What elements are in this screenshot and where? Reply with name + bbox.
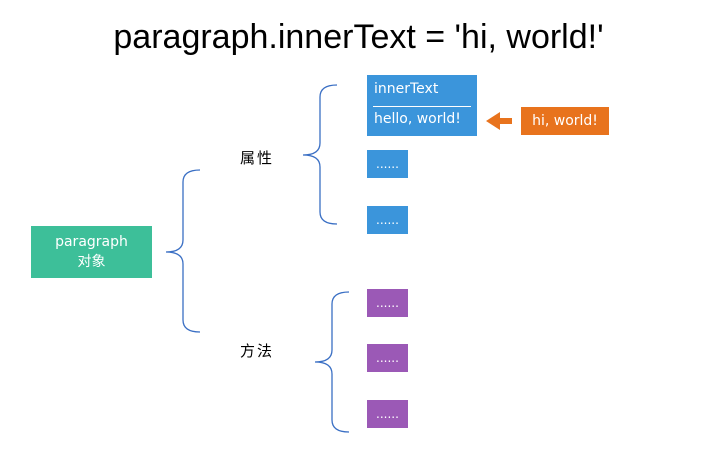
methods-label: 方法 <box>240 342 275 360</box>
method-placeholder-box: ...... <box>367 344 408 372</box>
page-title: paragraph.innerText = 'hi, world!' <box>113 18 604 56</box>
innertext-name: innerText <box>374 81 439 97</box>
property-divider <box>373 106 471 107</box>
property-placeholder-box: ...... <box>367 206 408 234</box>
methods-bracket <box>314 291 350 433</box>
properties-bracket <box>302 84 338 225</box>
assign-arrow-head <box>486 112 500 130</box>
properties-label: 属性 <box>240 149 275 167</box>
paragraph-object-box: paragraph 对象 <box>31 226 152 278</box>
method-placeholder-box: ...... <box>367 289 408 317</box>
innertext-value: hello, world! <box>374 111 461 127</box>
method-placeholder-box: ...... <box>367 400 408 428</box>
root-line1: paragraph <box>55 234 128 250</box>
new-value-box: hi, world! <box>521 107 609 135</box>
root-bracket <box>165 169 201 333</box>
innertext-property-box: innerText hello, world! <box>367 75 477 136</box>
root-line2: 对象 <box>77 254 106 270</box>
property-placeholder-box: ...... <box>367 150 408 178</box>
